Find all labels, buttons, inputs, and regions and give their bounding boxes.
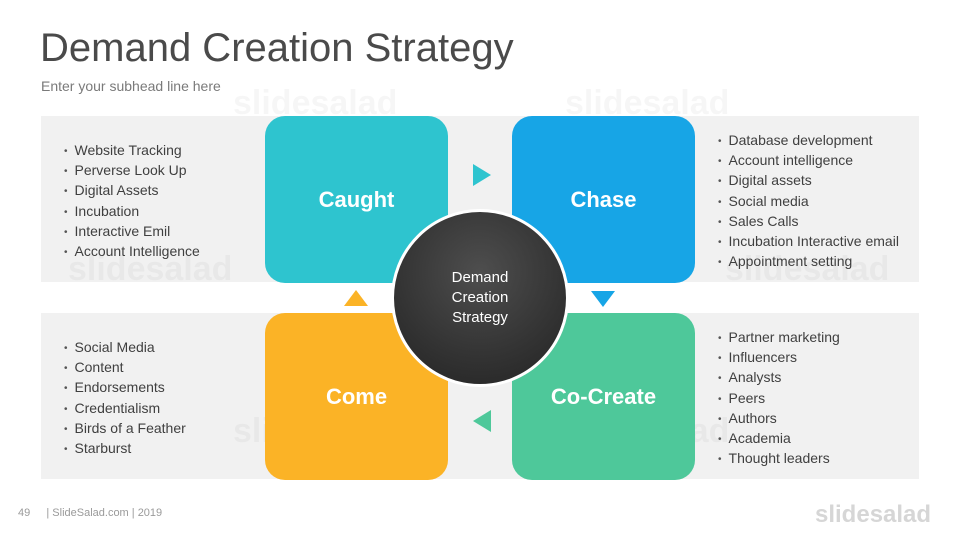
- list-item: Analysts: [718, 367, 840, 387]
- center-label: Demand Creation Strategy: [430, 268, 530, 328]
- chase-bullet-list: Database development Account intelligenc…: [718, 130, 899, 271]
- center-label-line: Creation: [451, 289, 509, 306]
- list-item: Thought leaders: [718, 448, 840, 468]
- list-item: Sales Calls: [718, 211, 899, 231]
- list-item: Perverse Look Up: [64, 160, 200, 180]
- arrow-up-icon: [344, 290, 368, 306]
- list-item: Account Intelligence: [64, 241, 200, 261]
- center-label-line: Strategy: [452, 309, 508, 326]
- slide-title: Demand Creation Strategy: [40, 26, 514, 70]
- center-label-line: Demand: [451, 269, 509, 286]
- list-item: Starburst: [64, 438, 186, 458]
- cocreate-label: Co-Create: [550, 383, 657, 409]
- list-item: Digital assets: [718, 170, 899, 190]
- list-item: Birds of a Feather: [64, 418, 186, 438]
- chase-label: Chase: [570, 186, 637, 212]
- caught-label: Caught: [318, 186, 395, 212]
- cocreate-bullet-list: Partner marketing Influencers Analysts P…: [718, 327, 840, 468]
- arrow-left-icon: [473, 410, 491, 432]
- list-item: Partner marketing: [718, 327, 840, 347]
- list-item: Appointment setting: [718, 251, 899, 271]
- list-item: Digital Assets: [64, 180, 200, 200]
- come-bullet-list: Social Media Content Endorsements Creden…: [64, 337, 186, 458]
- footer: 49 | SlideSalad.com | 2019: [18, 507, 162, 519]
- list-item: Academia: [718, 428, 840, 448]
- footer-credit: | SlideSalad.com | 2019: [46, 507, 163, 519]
- list-item: Incubation Interactive email: [718, 231, 899, 251]
- slidesalad-logo: slidesalad: [815, 501, 932, 528]
- list-item: Credentialism: [64, 398, 186, 418]
- caught-bullet-list: Website Tracking Perverse Look Up Digita…: [64, 140, 200, 261]
- list-item: Social Media: [64, 337, 186, 357]
- page-number: 49: [18, 507, 31, 519]
- come-label: Come: [325, 383, 388, 409]
- list-item: Authors: [718, 408, 840, 428]
- list-item: Incubation: [64, 201, 200, 221]
- arrow-down-icon: [591, 291, 615, 307]
- list-item: Interactive Emil: [64, 221, 200, 241]
- list-item: Social media: [718, 191, 899, 211]
- list-item: Peers: [718, 388, 840, 408]
- center-circle: Demand Creation Strategy: [391, 209, 569, 387]
- list-item: Endorsements: [64, 377, 186, 397]
- arrow-right-icon: [473, 164, 491, 186]
- list-item: Content: [64, 357, 186, 377]
- list-item: Database development: [718, 130, 899, 150]
- slide-subtitle: Enter your subhead line here: [41, 78, 221, 94]
- list-item: Influencers: [718, 347, 840, 367]
- list-item: Website Tracking: [64, 140, 200, 160]
- list-item: Account intelligence: [718, 150, 899, 170]
